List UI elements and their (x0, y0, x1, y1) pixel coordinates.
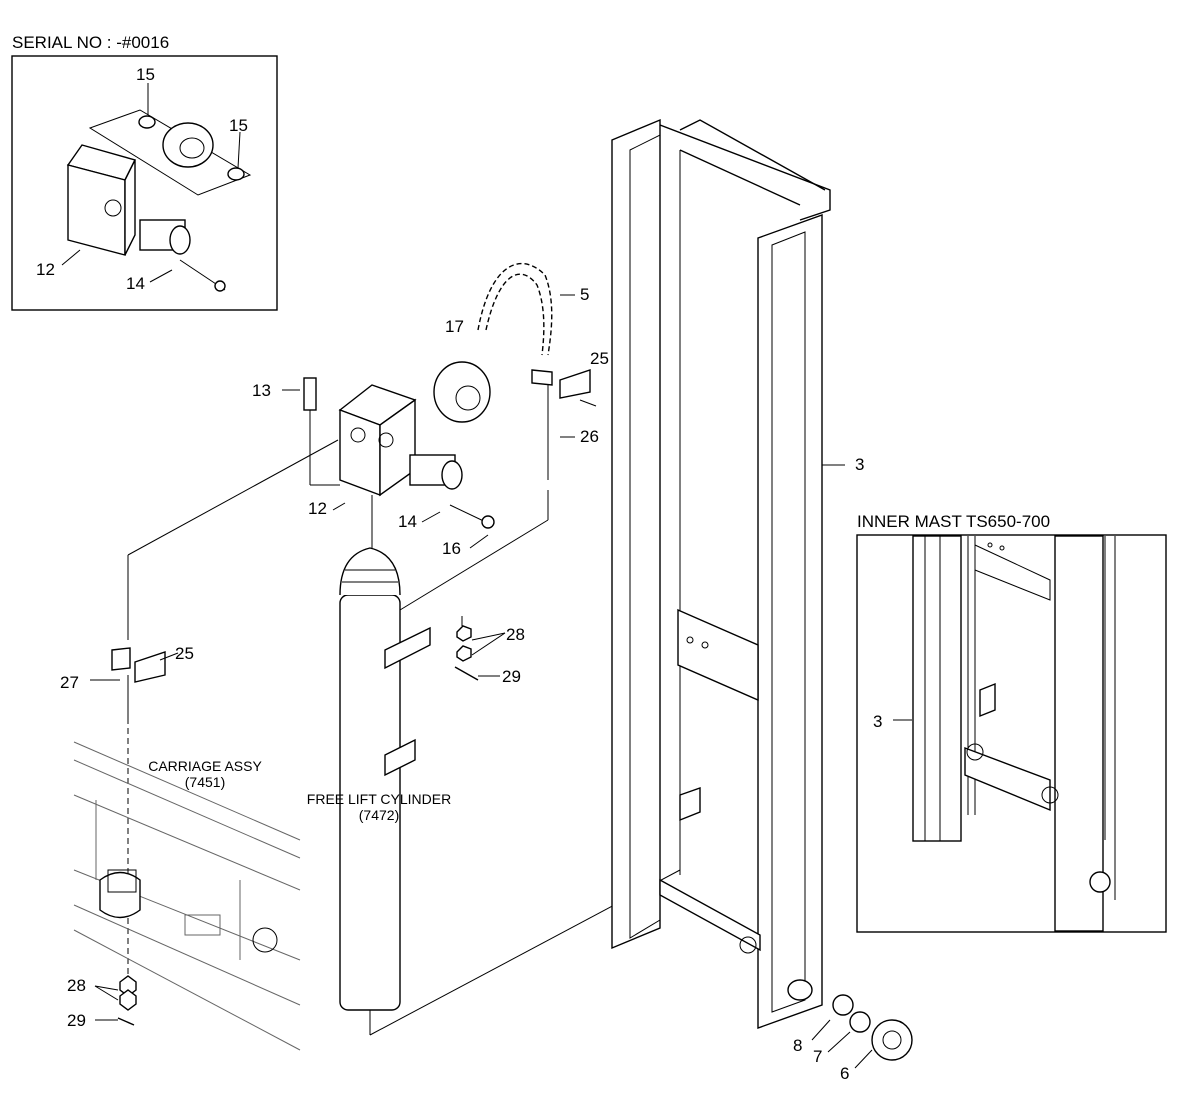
callout-16: 16 (442, 539, 461, 558)
serial-inset-title: SERIAL NO : -#0016 (12, 33, 170, 52)
callout-29: 29 (502, 667, 521, 686)
callout-15: 15 (136, 65, 155, 84)
serial-inset-frame (11, 55, 278, 311)
chain-assembly (477, 263, 575, 356)
chain-anchor-left (90, 647, 179, 1026)
inner-mast-inset-title: INNER MAST TS650-700 (857, 512, 1051, 531)
callout-29: 29 (67, 1011, 86, 1030)
carriage-assy-caption: CARRIAGE ASSY (7451) (140, 758, 270, 790)
callout-5: 5 (580, 285, 590, 304)
callout-28: 28 (506, 625, 525, 644)
mast-main (611, 118, 845, 1029)
callout-25: 25 (590, 349, 609, 368)
callout-3: 3 (855, 455, 865, 474)
free-lift-cylinder-code: (7472) (358, 807, 400, 824)
free-lift-cylinder-caption: FREE LIFT CYLINDER (7472) (294, 791, 464, 823)
free-lift-cylinder (339, 547, 681, 1036)
callout-25: 25 (175, 644, 194, 663)
callout-12: 12 (36, 260, 55, 279)
carriage-assembly (73, 741, 301, 1051)
mast-bearing-parts (787, 979, 913, 1069)
callout-15: 15 (229, 116, 248, 135)
callout-7: 7 (813, 1047, 823, 1066)
callout-26: 26 (580, 427, 599, 446)
cylinder-fasteners (454, 616, 506, 681)
callout-3: 3 (873, 712, 883, 731)
carriage-assy-name: CARRIAGE ASSY (148, 758, 262, 774)
callout-6: 6 (840, 1064, 850, 1083)
inner-mast-detail (893, 535, 1116, 932)
callout-14: 14 (398, 512, 417, 531)
callout-13: 13 (252, 381, 271, 400)
inset-sheave-assembly (61, 83, 252, 292)
callout-27: 27 (60, 673, 79, 692)
carriage-assy-code: (7451) (184, 774, 226, 791)
callout-28: 28 (67, 976, 86, 995)
callout-12: 12 (308, 499, 327, 518)
callout-8: 8 (793, 1036, 803, 1055)
callout-14: 14 (126, 274, 145, 293)
main-sheave-assembly (127, 361, 597, 640)
callout-17: 17 (445, 317, 464, 336)
inner-mast-inset-frame (856, 534, 1167, 933)
free-lift-cylinder-name: FREE LIFT CYLINDER (306, 791, 452, 807)
